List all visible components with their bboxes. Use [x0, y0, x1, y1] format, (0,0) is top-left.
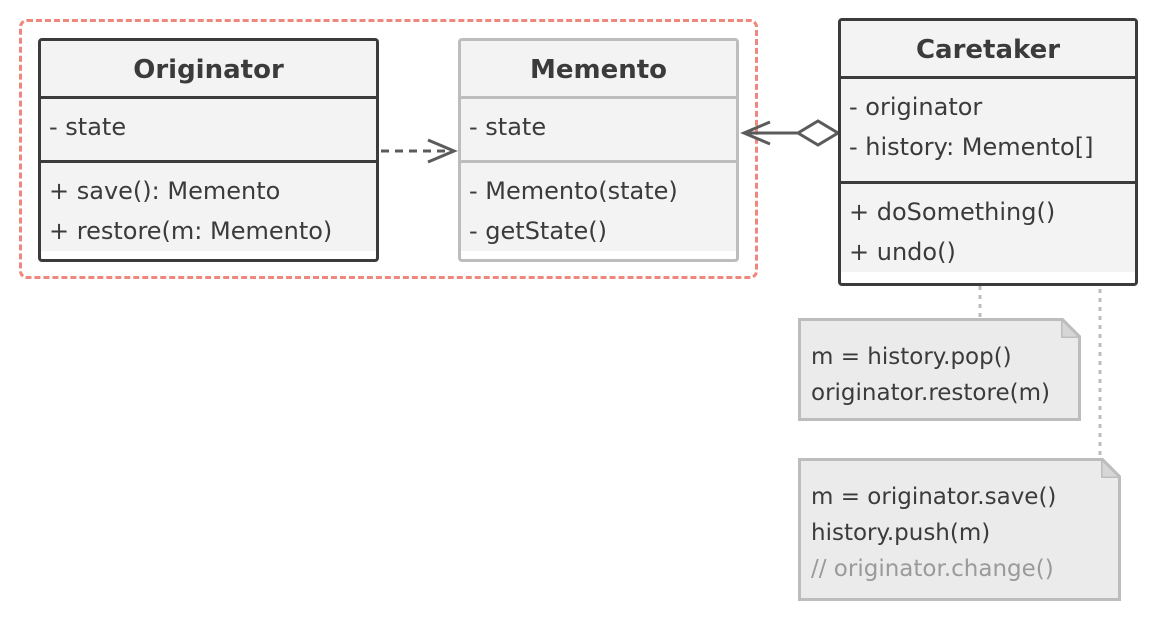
- do-something-note: m = originator.save() history.push(m) //…: [798, 458, 1121, 601]
- do-something-note-fold: [1101, 458, 1121, 478]
- caretaker-methods: + doSomething() + undo(): [841, 181, 1135, 272]
- memento-field: - state: [469, 113, 547, 141]
- note-line: m = originator.save(): [811, 484, 1057, 510]
- caretaker-fields: - originator - history: Memento[]: [841, 79, 1135, 181]
- originator-field: - state: [49, 113, 127, 141]
- memento-title: Memento: [461, 41, 736, 99]
- caretaker-method: + doSomething(): [849, 198, 1056, 226]
- memento-method: - Memento(state): [469, 177, 678, 205]
- caretaker-class: Caretaker - originator - history: Mement…: [838, 18, 1138, 286]
- aggregation-diamond: [795, 119, 841, 147]
- caretaker-method: + undo(): [849, 238, 956, 266]
- caretaker-field: - originator: [849, 93, 983, 121]
- note-line: originator.restore(m): [811, 380, 1050, 406]
- originator-method: + restore(m: Memento): [49, 217, 333, 245]
- originator-title: Originator: [41, 41, 376, 99]
- originator-memento-group: [19, 19, 758, 279]
- originator-method: + save(): Memento: [49, 177, 281, 205]
- note-comment-line: // originator.change(): [811, 556, 1054, 582]
- caretaker-title: Caretaker: [841, 21, 1135, 79]
- note-line: history.push(m): [811, 520, 991, 546]
- undo-note: m = history.pop() originator.restore(m): [798, 318, 1081, 421]
- memento-class: Memento - state - Memento(state) - getSt…: [458, 38, 739, 262]
- originator-fields: - state: [41, 99, 376, 160]
- memento-methods: - Memento(state) - getState(): [461, 160, 736, 251]
- caretaker-field: - history: Memento[]: [849, 133, 1094, 161]
- memento-fields: - state: [461, 99, 736, 160]
- originator-class: Originator - state + save(): Memento + r…: [38, 38, 379, 262]
- originator-methods: + save(): Memento + restore(m: Memento): [41, 160, 376, 251]
- undo-note-fold: [1061, 318, 1081, 338]
- note-line: m = history.pop(): [811, 344, 1012, 370]
- memento-method: - getState(): [469, 217, 607, 245]
